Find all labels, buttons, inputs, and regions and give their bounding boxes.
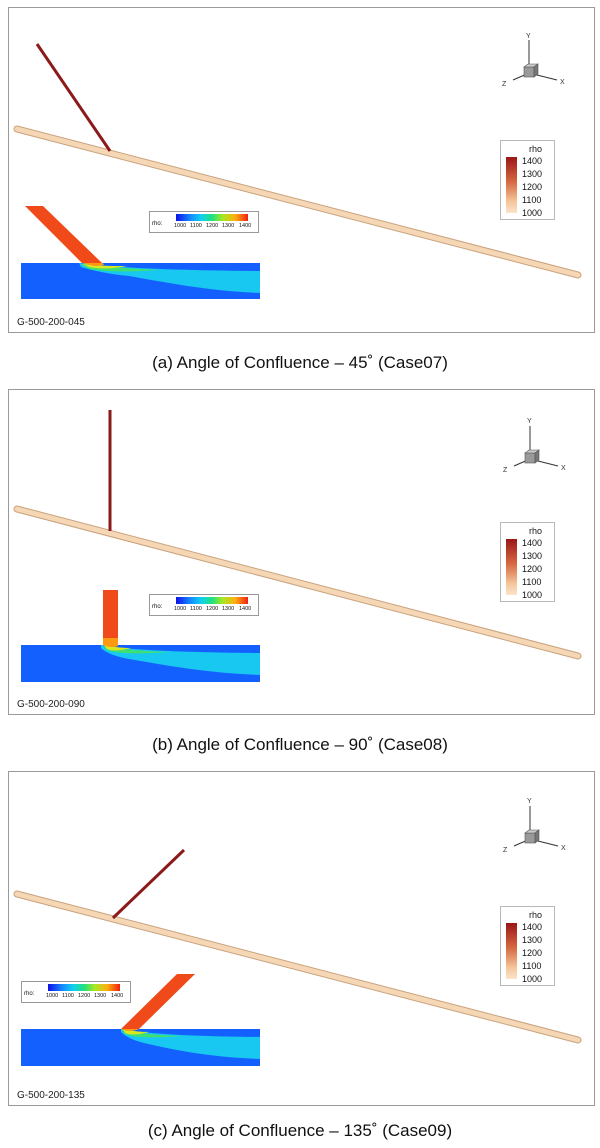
colorbar-tick: 1300 [522, 551, 543, 561]
rho-colorbar-a: rho 1400 1300 1200 1100 1000 [500, 140, 555, 220]
colorbar-tick: 1100 [522, 195, 542, 205]
inset-tick: 1000 [174, 606, 187, 612]
inset-colorbar-label: rho: [152, 604, 163, 610]
colorbar-tick: 1300 [522, 935, 543, 945]
figure-panel-c: Y X Z rho: 1000 1100 1200 1300 1400 rho … [8, 771, 595, 1106]
case-id-label: G-500-200-135 [17, 1090, 85, 1101]
axis-label-y: Y [527, 418, 532, 425]
colorbar-title: rho [529, 910, 543, 920]
inset-tick: 1200 [206, 606, 219, 612]
inset-tick: 1100 [190, 606, 202, 612]
inset-tick: 1000 [46, 993, 59, 999]
colorbar-tick: 1100 [522, 961, 542, 971]
inset-colorbar-c: rho: 1000 1100 1200 1300 1400 [21, 981, 131, 1003]
pipe-scene-b: Y X Z [13, 410, 582, 682]
axis-label-y: Y [527, 798, 532, 805]
pipe-scene-a: Y X Z [13, 33, 582, 299]
inset-tick: 1300 [94, 993, 107, 999]
main-pipe [14, 126, 581, 278]
colorbar-tick: 1000 [522, 974, 543, 984]
colorbar-tick: 1000 [522, 208, 543, 218]
axis-triad: Y X Z [503, 418, 566, 474]
axis-label-z: Z [503, 467, 508, 474]
inset-tick: 1300 [222, 606, 235, 612]
colorbar-tick: 1200 [522, 564, 543, 574]
rho-colorbar-b: rho 1400 1300 1200 1100 1000 [500, 522, 555, 602]
caption-a: (a) Angle of Confluence – 45˚ (Case07) [152, 353, 448, 372]
inset-tick: 1400 [111, 993, 124, 999]
axis-label-z: Z [503, 847, 508, 854]
contour-inset-b [21, 590, 260, 682]
colorbar-tick: 1400 [522, 538, 543, 548]
axis-label-x: X [560, 79, 565, 86]
figure-panel-b: Y X Z rho: 1000 1100 1200 1300 1400 rho … [8, 389, 595, 715]
inset-colorbar-b: rho: 1000 1100 1200 1300 1400 [149, 594, 259, 616]
inset-colorbar-gradient [48, 984, 120, 991]
case-id-label: G-500-200-090 [17, 699, 85, 710]
case-id-label: G-500-200-045 [17, 317, 85, 328]
main-pipe [14, 891, 581, 1043]
contour-inset-c [21, 974, 260, 1066]
main-pipe [14, 506, 581, 659]
colorbar-tick: 1300 [522, 169, 543, 179]
axis-label-x: X [561, 465, 566, 472]
colorbar-tick: 1200 [522, 948, 543, 958]
rho-colorbar-c: rho 1400 1300 1200 1100 1000 [500, 906, 555, 986]
colorbar-gradient [506, 539, 517, 595]
caption-c: (c) Angle of Confluence – 135˚ (Case09) [147, 1121, 453, 1140]
axis-triad: Y X Z [502, 33, 565, 88]
inset-tick: 1200 [206, 223, 219, 229]
colorbar-tick: 1100 [522, 577, 542, 587]
colorbar-gradient [506, 157, 517, 213]
figure-panel-a: Y X Z rho: 1000 1100 1200 1300 1400 rho … [8, 7, 595, 333]
inset-tick: 1400 [239, 606, 252, 612]
inset-colorbar-a: rho: 1000 1100 1200 1300 1400 [149, 211, 259, 233]
inset-tick: 1000 [174, 223, 187, 229]
inset-tick: 1100 [62, 993, 74, 999]
inset-colorbar-label: rho: [152, 221, 163, 227]
inset-tick: 1400 [239, 223, 252, 229]
colorbar-tick: 1400 [522, 922, 543, 932]
contour-inset-a [21, 206, 260, 299]
caption-b: (b) Angle of Confluence – 90˚ (Case08) [152, 735, 448, 754]
axis-label-z: Z [502, 81, 507, 88]
inset-tick: 1300 [222, 223, 235, 229]
inset-colorbar-gradient [176, 597, 248, 604]
branch-pipe [35, 43, 112, 152]
inset-colorbar-gradient [176, 214, 248, 221]
axis-label-x: X [561, 845, 566, 852]
inset-colorbar-label: rho: [24, 991, 35, 997]
colorbar-tick: 1000 [522, 590, 543, 600]
colorbar-tick: 1200 [522, 182, 543, 192]
colorbar-title: rho [529, 144, 543, 154]
pipe-scene-c: Y X Z [13, 798, 582, 1066]
inset-tick: 1200 [78, 993, 91, 999]
inset-tick: 1100 [190, 223, 202, 229]
branch-pipe [111, 848, 186, 920]
axis-label-y: Y [526, 33, 531, 40]
colorbar-title: rho [529, 526, 543, 536]
colorbar-gradient [506, 923, 517, 979]
colorbar-tick: 1400 [522, 156, 543, 166]
axis-triad: Y X Z [503, 798, 566, 854]
